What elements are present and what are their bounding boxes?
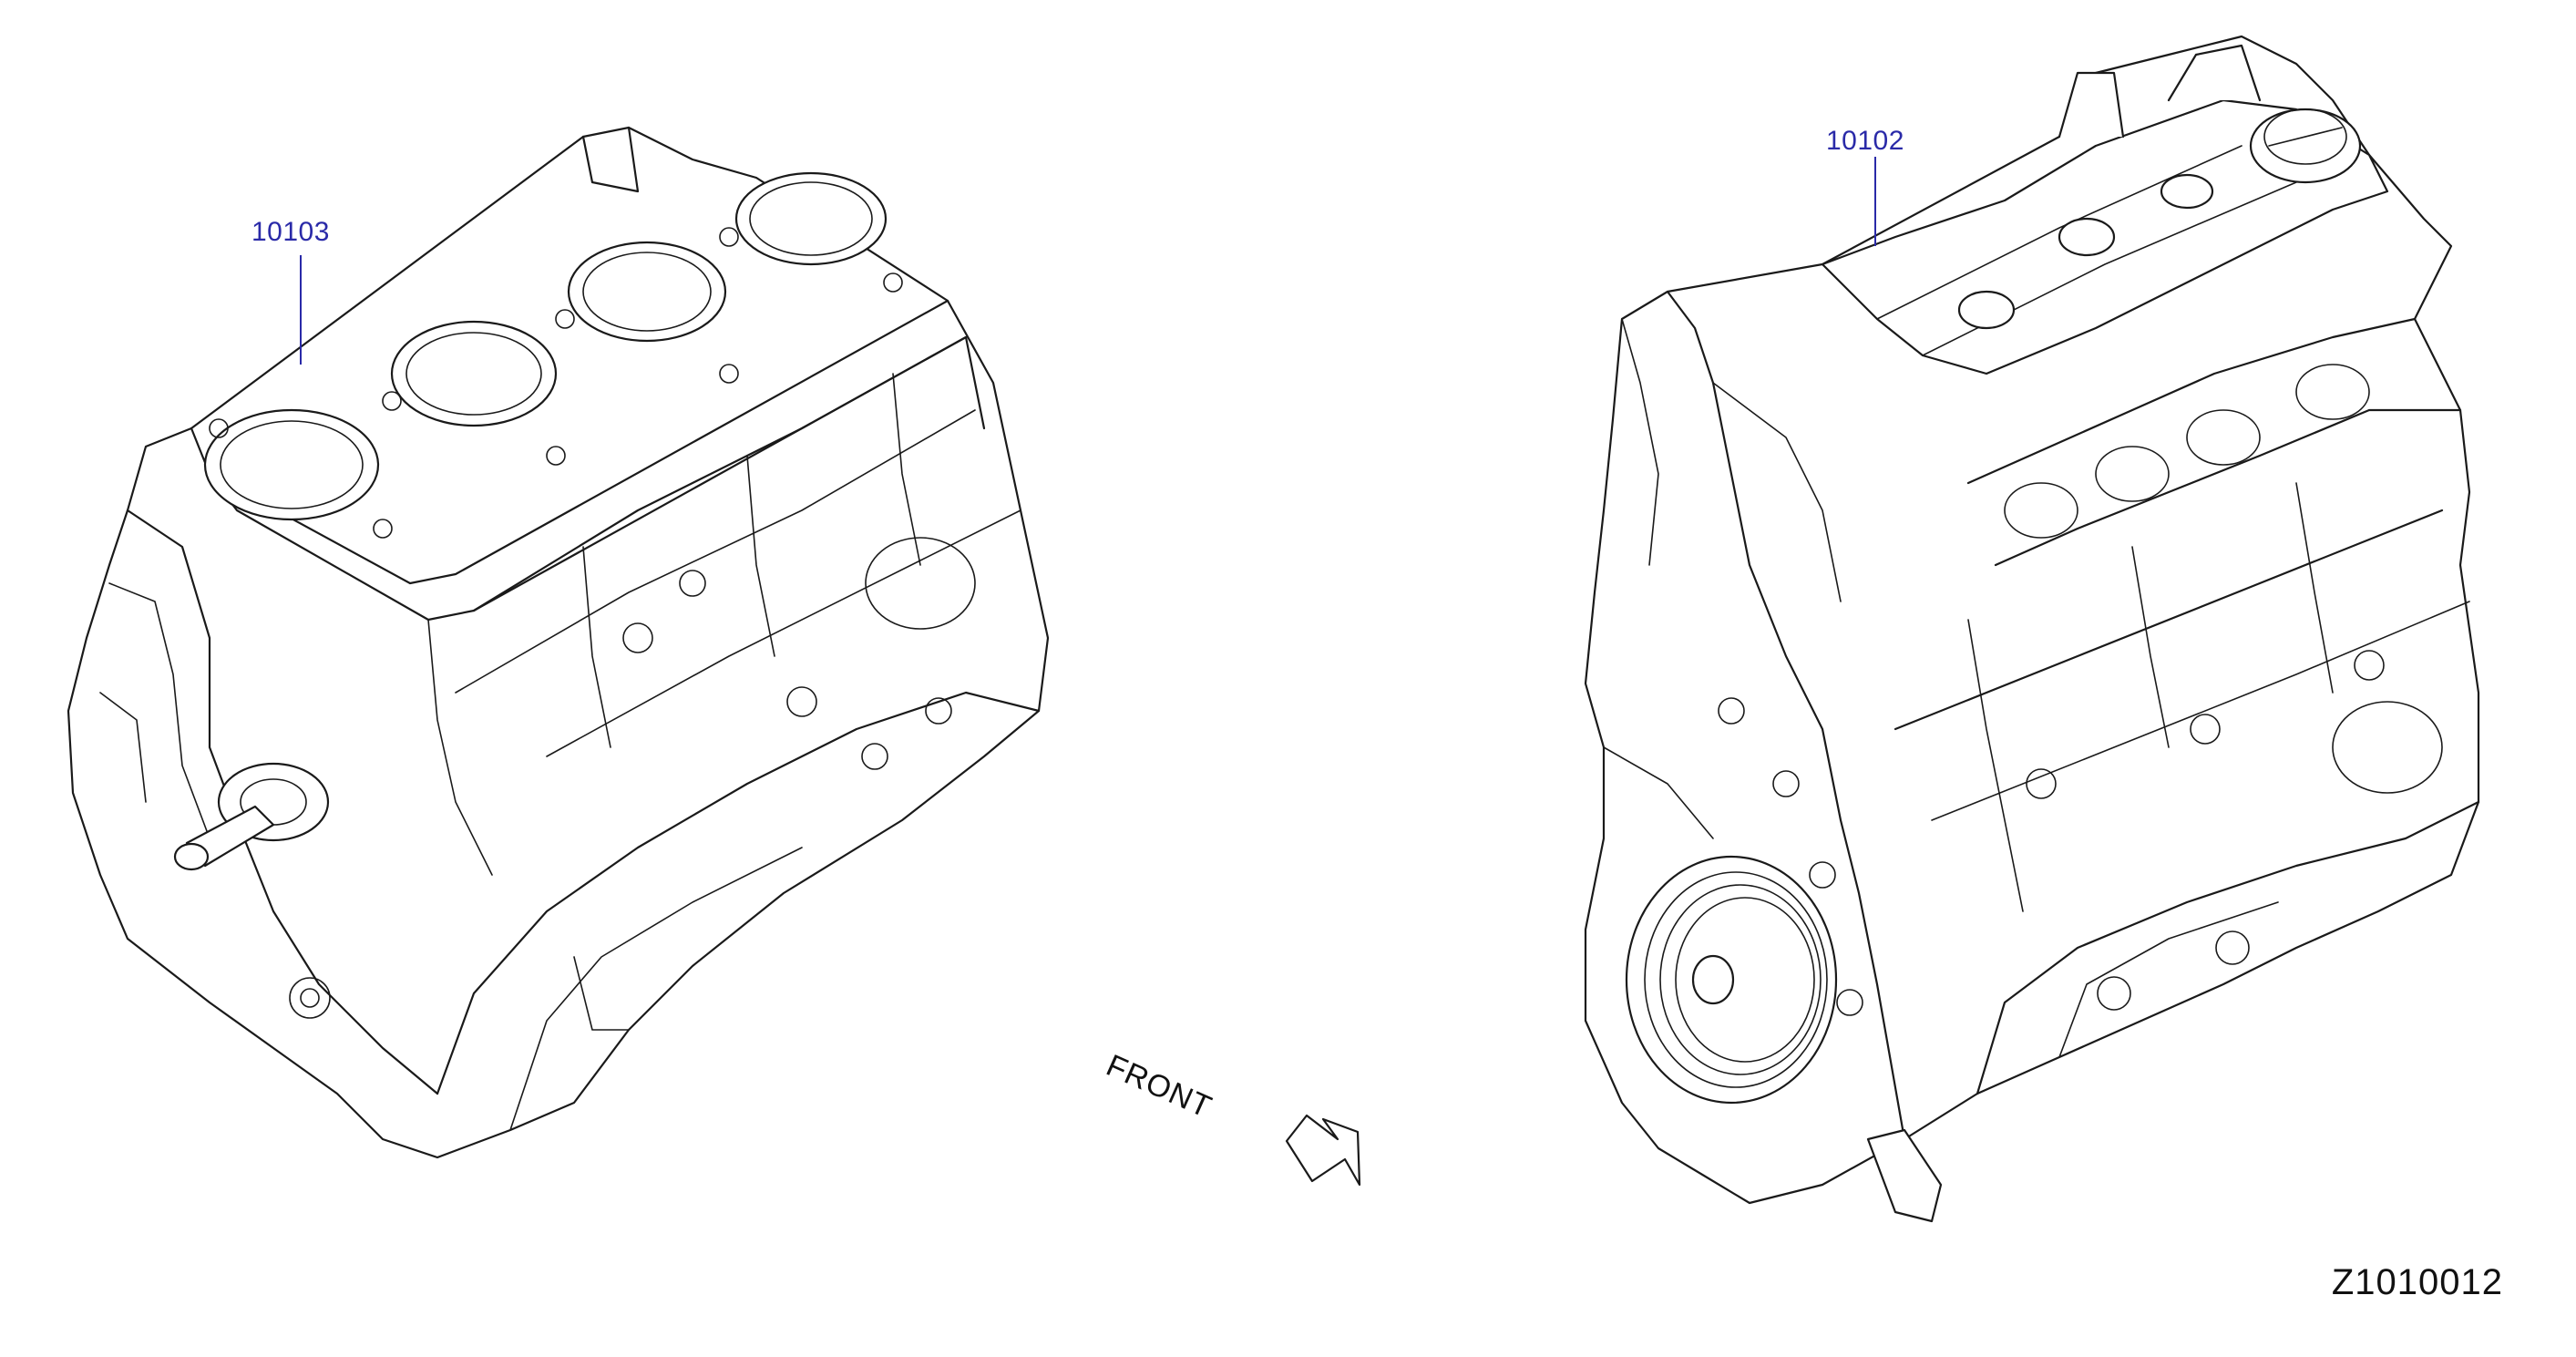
callout-10102[interactable]: 10102 <box>1826 126 1904 156</box>
short-block-illustration <box>67 126 1050 1159</box>
engine-assembly-illustration <box>1584 35 2480 1223</box>
front-arrow-icon <box>1285 1114 1361 1187</box>
diagram-reference-code: Z1010012 <box>2331 1262 2503 1302</box>
callout-10103[interactable]: 10103 <box>251 217 330 247</box>
